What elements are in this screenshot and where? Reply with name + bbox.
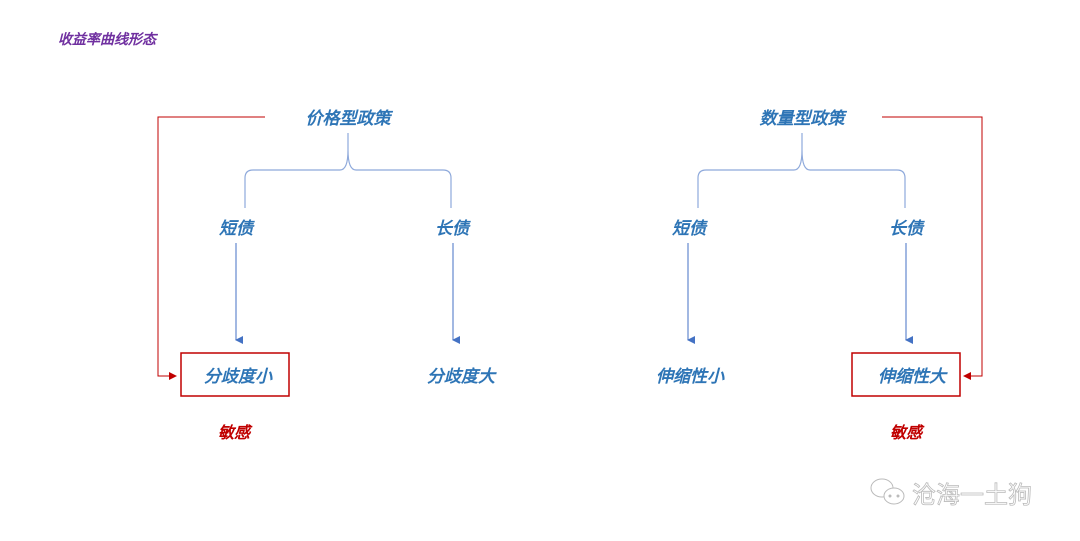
left-short-result: 分歧度小	[204, 367, 273, 387]
quantity-policy-label: 数量型政策	[760, 109, 848, 129]
diagram-title: 收益率曲线形态	[58, 31, 159, 48]
left-long-bond-label: 长债	[435, 219, 471, 239]
left-red-connector	[157, 116, 265, 380]
left-short-result-box	[180, 352, 290, 397]
right-sensitive-label: 敏感	[890, 423, 925, 442]
watermark-text: 沧海一土狗	[912, 481, 1032, 509]
right-short-bond-label: 短债	[672, 219, 708, 239]
left-brace	[244, 133, 452, 208]
wechat-icon	[870, 478, 905, 505]
right-long-result: 伸缩性大	[878, 367, 948, 387]
left-long-result: 分歧度大	[427, 367, 497, 387]
right-brace	[697, 133, 906, 208]
right-red-connector	[882, 116, 983, 380]
left-sensitive-label: 敏感	[218, 423, 253, 442]
right-long-bond-label: 长债	[889, 219, 925, 239]
left-short-bond-label: 短债	[219, 219, 255, 239]
right-short-result: 伸缩性小	[656, 367, 725, 387]
right-long-result-box	[851, 352, 961, 397]
price-policy-label: 价格型政策	[306, 109, 394, 129]
